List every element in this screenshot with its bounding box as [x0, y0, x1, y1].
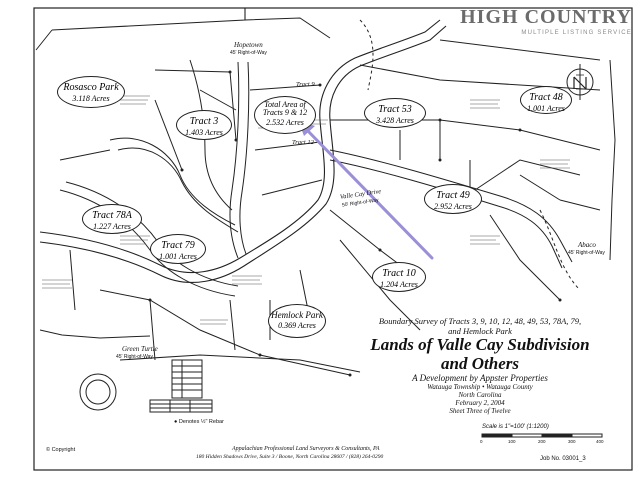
- title-line-2: and Hemlock Park: [448, 326, 512, 336]
- title-line-9: Sheet Three of Twelve: [449, 407, 511, 416]
- scale-tick-4: 400: [596, 439, 604, 444]
- tract-area: 1.227 Acres: [93, 222, 131, 231]
- rebar-markers: [148, 70, 562, 377]
- scale-bar: [481, 433, 603, 438]
- title-block: Boundary Survey of Tracts 3, 9, 10, 12, …: [345, 316, 615, 415]
- tract-area: 1.001 Acres: [159, 252, 197, 261]
- tract-10: Tract 10 1.204 Acres: [372, 262, 426, 292]
- scale-tick-2: 200: [538, 439, 546, 444]
- tract-name: Tract 49: [436, 190, 470, 201]
- tract-name: Tract 53: [378, 104, 412, 115]
- tract-total-9-12: Total Area of Tracts 9 & 12 2.532 Acres: [254, 96, 316, 134]
- label-green-turtle-row: 45' Right-of-Way: [116, 354, 153, 360]
- tract-area: 1.204 Acres: [380, 280, 418, 289]
- tract-48: Tract 48 1.001 Acres: [520, 86, 572, 114]
- tract-name: Tract 10: [382, 268, 416, 279]
- label-tract-9: Tract 9: [296, 81, 315, 88]
- scale-label: Scale is 1"=100' (1:1200): [482, 424, 549, 430]
- title-line-7: North Carolina: [458, 391, 502, 400]
- title-line-4: and Others: [441, 353, 519, 373]
- tract-hemlock-park: Hemlock Park 0.369 Acres: [268, 304, 326, 338]
- scale-tick-0: 0: [480, 439, 483, 444]
- logo-tagline: MULTIPLE LISTING SERVICE: [521, 30, 632, 36]
- map-border: [33, 7, 633, 471]
- label-abaco: Abaco: [578, 241, 596, 249]
- title-line-6: Watauga Township • Watauga County: [427, 383, 533, 392]
- label-tract-12: Tract 12: [292, 139, 314, 146]
- tract-78a: Tract 78A 1.227 Acres: [82, 204, 142, 234]
- north-arrow-icon: [566, 64, 594, 100]
- title-line-1: Boundary Survey of Tracts 3, 9, 10, 12, …: [378, 316, 582, 326]
- job-number: Job No. 03001_3: [540, 456, 586, 462]
- tract-area: 2.532 Acres: [266, 118, 304, 127]
- tract-rosasco-park: Rosasco Park 3.118 Acres: [57, 76, 125, 108]
- tract-area: 0.369 Acres: [278, 321, 316, 330]
- title-line-5: A Development by Appster Properties: [412, 373, 548, 384]
- tract-name: Tract 48: [529, 92, 563, 103]
- tract-3: Tract 3 1.403 Acres: [176, 110, 232, 140]
- road-abaco: [329, 149, 573, 269]
- surveyor-line-2: 180 Hidden Shadows Drive, Suite 3 / Boon…: [196, 454, 384, 460]
- road-green-turtle: [59, 181, 239, 297]
- annotation-arrow: [298, 120, 434, 260]
- tract-name: Tract 3: [189, 116, 219, 127]
- surveyor-line-1: Appalachian Professional Land Surveyors …: [232, 446, 380, 452]
- title-line-8: February 2, 2004: [455, 399, 505, 408]
- title-line-3: Lands of Valle Cay Subdivision: [370, 335, 590, 354]
- label-hopetown: Hopetown: [234, 41, 263, 49]
- tract-name: Tract 79: [161, 240, 195, 251]
- logo-name: HIGH COUNTRY: [460, 6, 632, 28]
- tract-49: Tract 49 2.952 Acres: [424, 184, 482, 214]
- tract-name: Total Area of Tracts 9 & 12: [262, 100, 308, 117]
- mls-logo: HIGH COUNTRY MULTIPLE LISTING SERVICE: [460, 6, 632, 36]
- label-green-turtle: Green Turtle: [122, 345, 158, 353]
- label-rebar-legend: ● Denotes ½" Rebar: [174, 419, 224, 425]
- tract-79: Tract 79 1.001 Acres: [150, 234, 206, 264]
- curve-table: [149, 359, 213, 413]
- tract-area: 2.952 Acres: [434, 202, 472, 211]
- label-hopetown-row: 45' Right-of-Way: [230, 50, 267, 56]
- tract-name: Rosasco Park: [63, 82, 119, 93]
- scale-tick-1: 100: [508, 439, 516, 444]
- copyright-label: © Copyright: [46, 447, 76, 453]
- scale-tick-3: 300: [568, 439, 576, 444]
- tract-53: Tract 53 3.428 Acres: [364, 98, 426, 128]
- tract-area: 3.428 Acres: [376, 116, 414, 125]
- tract-name: Tract 78A: [92, 210, 132, 221]
- road-hopetown: [229, 61, 250, 259]
- label-abaco-row: 45' Right-of-Way: [568, 250, 605, 256]
- tract-area: 1.403 Acres: [185, 128, 223, 137]
- road-valle-cay-drive: [39, 19, 447, 283]
- surveyor-seal-icon: [79, 373, 117, 411]
- tract-name: Hemlock Park: [271, 310, 323, 320]
- tract-area: 3.118 Acres: [72, 94, 110, 103]
- tract-area: 1.001 Acres: [527, 104, 565, 113]
